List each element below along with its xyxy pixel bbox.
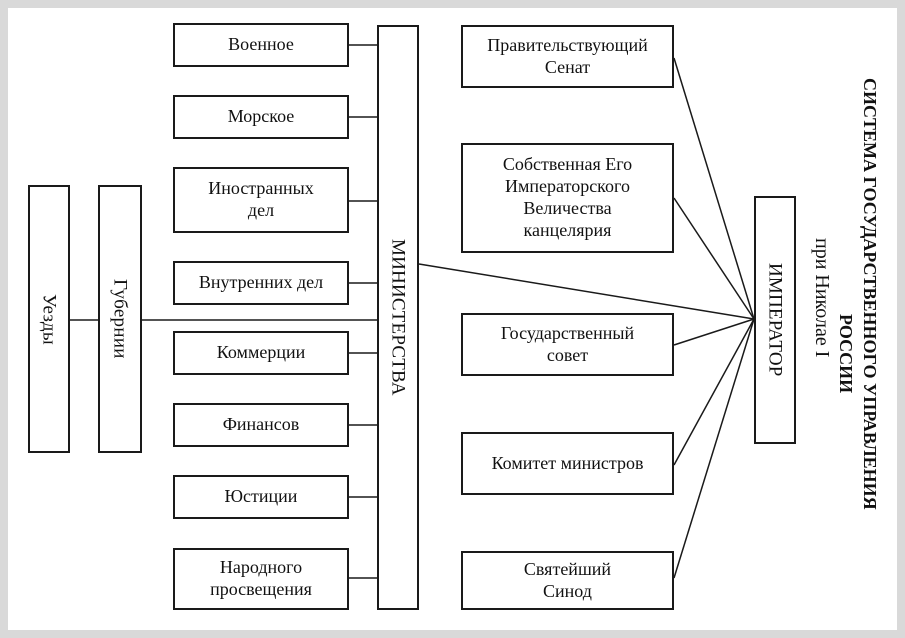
emperor-box: ИМПЕРАТОР <box>754 196 796 444</box>
emperor-label: ИМПЕРАТОР <box>764 263 786 377</box>
ministries-column: МИНИСТЕРСТВА <box>377 25 419 610</box>
ministry-box-yusticii: Юстиции <box>173 475 349 519</box>
diagram-sheet: Уезды Губернии Военное Морское Иностранн… <box>8 8 897 630</box>
connector-senate-emperor <box>673 57 755 320</box>
institution-box-chancellery: Собственная Его Императорского Величеств… <box>461 143 674 253</box>
connector-synod-emperor <box>673 318 755 579</box>
ministry-box-kommercii: Коммерции <box>173 331 349 375</box>
title-line-1: СИСТЕМА ГОСУДАРСТВЕННОГО УПРАВЛЕНИЯ <box>860 78 880 510</box>
ministry-box-inostrannyh-del: Иностранных дел <box>173 167 349 233</box>
connector-ministries-emperor <box>418 263 755 320</box>
title-line-3: при Николае I <box>811 238 833 358</box>
diagram-title: СИСТЕМА ГОСУДАРСТВЕННОГО УПРАВЛЕНИЯ РОСС… <box>798 78 894 618</box>
ministry-box-voennoe: Военное <box>173 23 349 67</box>
title-line-2: РОССИИ <box>836 314 856 394</box>
provinces-box: Губернии <box>98 185 142 453</box>
connector-council-emperor <box>673 318 755 346</box>
connector-chancellery-emperor <box>673 197 755 320</box>
ministry-box-narodnogo-prosvescheniya: Народного просвещения <box>173 548 349 610</box>
districts-label: Уезды <box>38 293 60 345</box>
districts-box: Уезды <box>28 185 70 453</box>
institution-box-committee-of-ministers: Комитет министров <box>461 432 674 495</box>
ministry-box-finansov: Финансов <box>173 403 349 447</box>
institution-box-senate: Правительствующий Сенат <box>461 25 674 88</box>
institution-box-state-council: Государственный совет <box>461 313 674 376</box>
ministry-box-morskoe: Морское <box>173 95 349 139</box>
provinces-label: Губернии <box>109 279 131 359</box>
institution-box-synod: Святейший Синод <box>461 551 674 610</box>
connector-committee-emperor <box>673 318 755 466</box>
ministries-label: МИНИСТЕРСТВА <box>387 239 409 396</box>
ministry-box-vnutrennih-del: Внутренних дел <box>173 261 349 305</box>
connector-lines <box>70 44 755 579</box>
